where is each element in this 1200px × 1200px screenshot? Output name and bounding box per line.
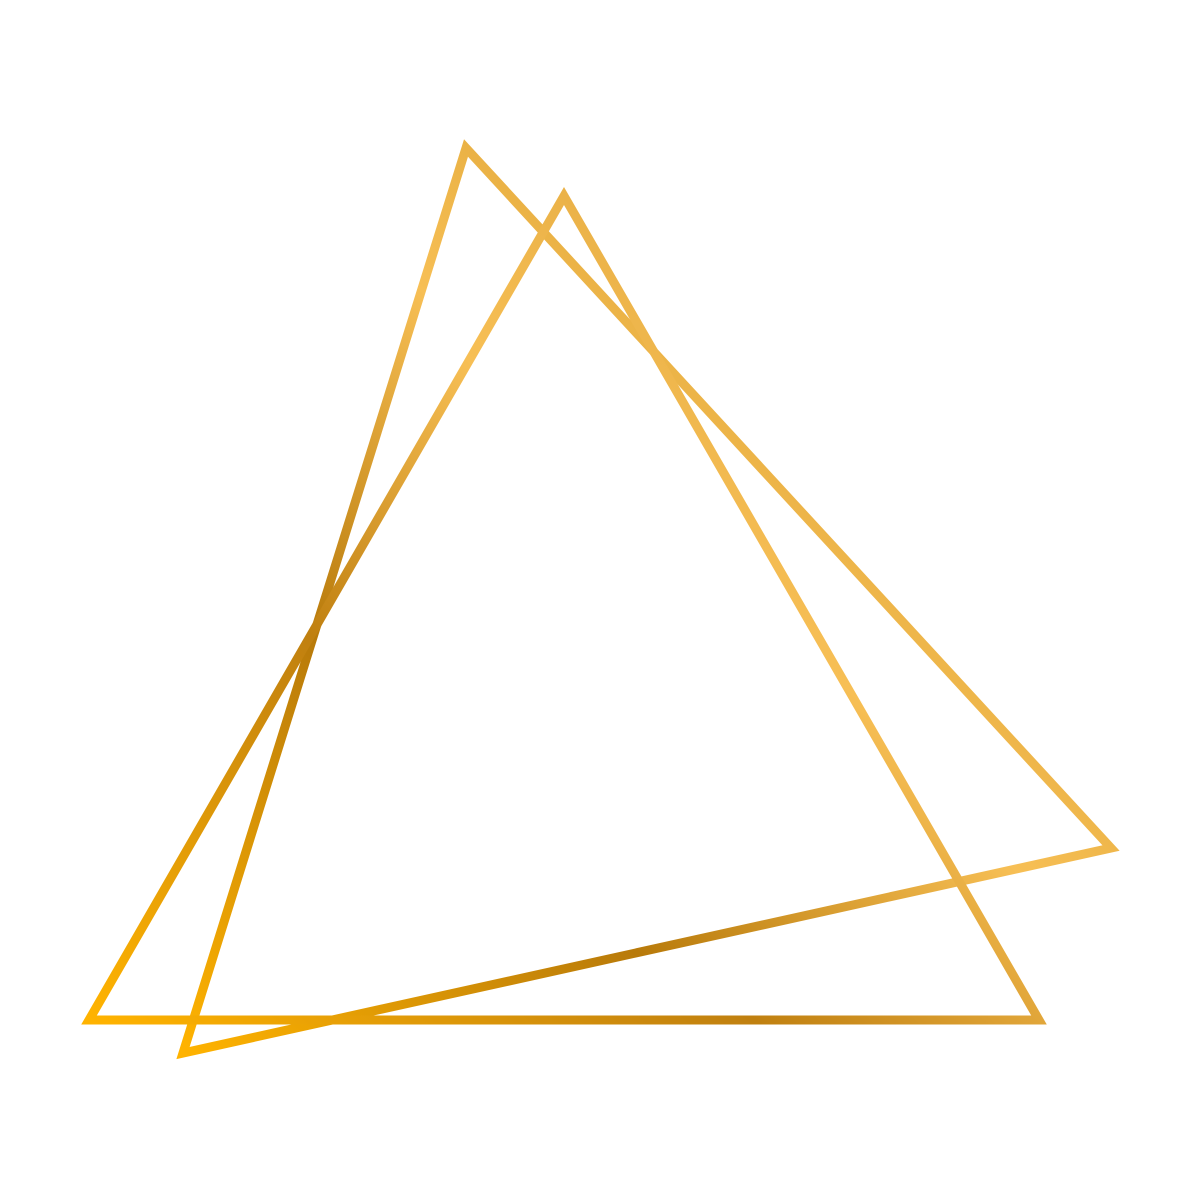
upright-triangle-frame — [81, 186, 1047, 1025]
tilted-triangle-frame — [176, 139, 1120, 1060]
